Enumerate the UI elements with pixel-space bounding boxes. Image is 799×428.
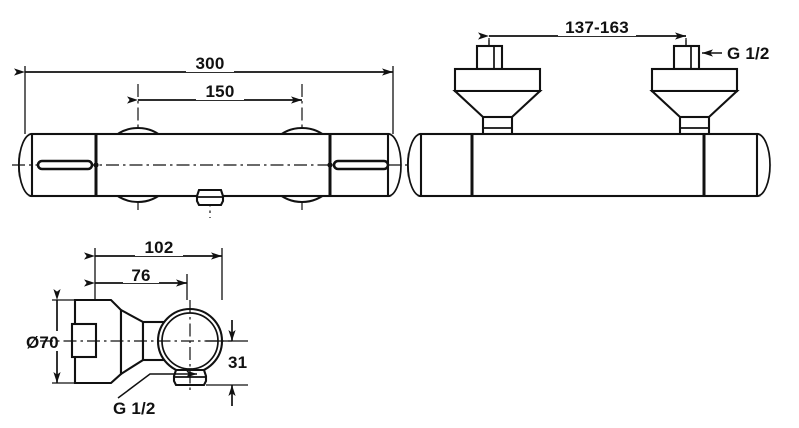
cone-side [119, 308, 145, 376]
dim-137-163-label: 137-163 [565, 18, 629, 37]
axis-dot-right-top [327, 162, 333, 168]
g-half-top-label: G 1/2 [727, 44, 770, 63]
inlet-flange-right [650, 67, 739, 93]
dimension-31: 31 [206, 320, 248, 406]
dim-76-label: 76 [131, 266, 150, 285]
dimension-150: 150 [127, 81, 302, 104]
dim-31-label: 31 [228, 353, 247, 372]
handle-slot-left-top [36, 159, 94, 171]
axis-dot-left-top [93, 162, 99, 168]
inlet-cone-right [649, 89, 740, 119]
outlet-spigot-top [195, 188, 225, 207]
handle-slot-right-top [332, 159, 390, 171]
dia-70-label: Ø70 [26, 333, 59, 352]
inlet-nipple-left [475, 44, 504, 71]
dim-150-label: 150 [206, 82, 235, 101]
g-half-bottom-label: G 1/2 [113, 399, 156, 418]
inlet-stem-right [678, 115, 711, 137]
dim-300-label: 300 [196, 54, 225, 73]
dimension-137-163: 137-163 [478, 16, 686, 40]
dimension-76: 76 [84, 265, 187, 287]
body-barrel-front [419, 132, 759, 198]
inlet-flange-left [453, 67, 542, 93]
dim-102-label: 102 [145, 238, 174, 257]
inlet-nipple-right [672, 44, 701, 71]
dimension-102: 102 [84, 238, 222, 260]
front-view: 137-163 [406, 16, 772, 198]
side-view: 102 76 Ø70 [24, 238, 248, 418]
dimension-300: 300 [14, 53, 393, 76]
inlet-stem-left [481, 115, 514, 137]
top-view: 300 150 [12, 53, 410, 218]
callout-g-half-bottom: G 1/2 [113, 370, 197, 418]
callout-g-half-top: G 1/2 [702, 44, 770, 63]
inlet-cone-left [452, 89, 543, 119]
